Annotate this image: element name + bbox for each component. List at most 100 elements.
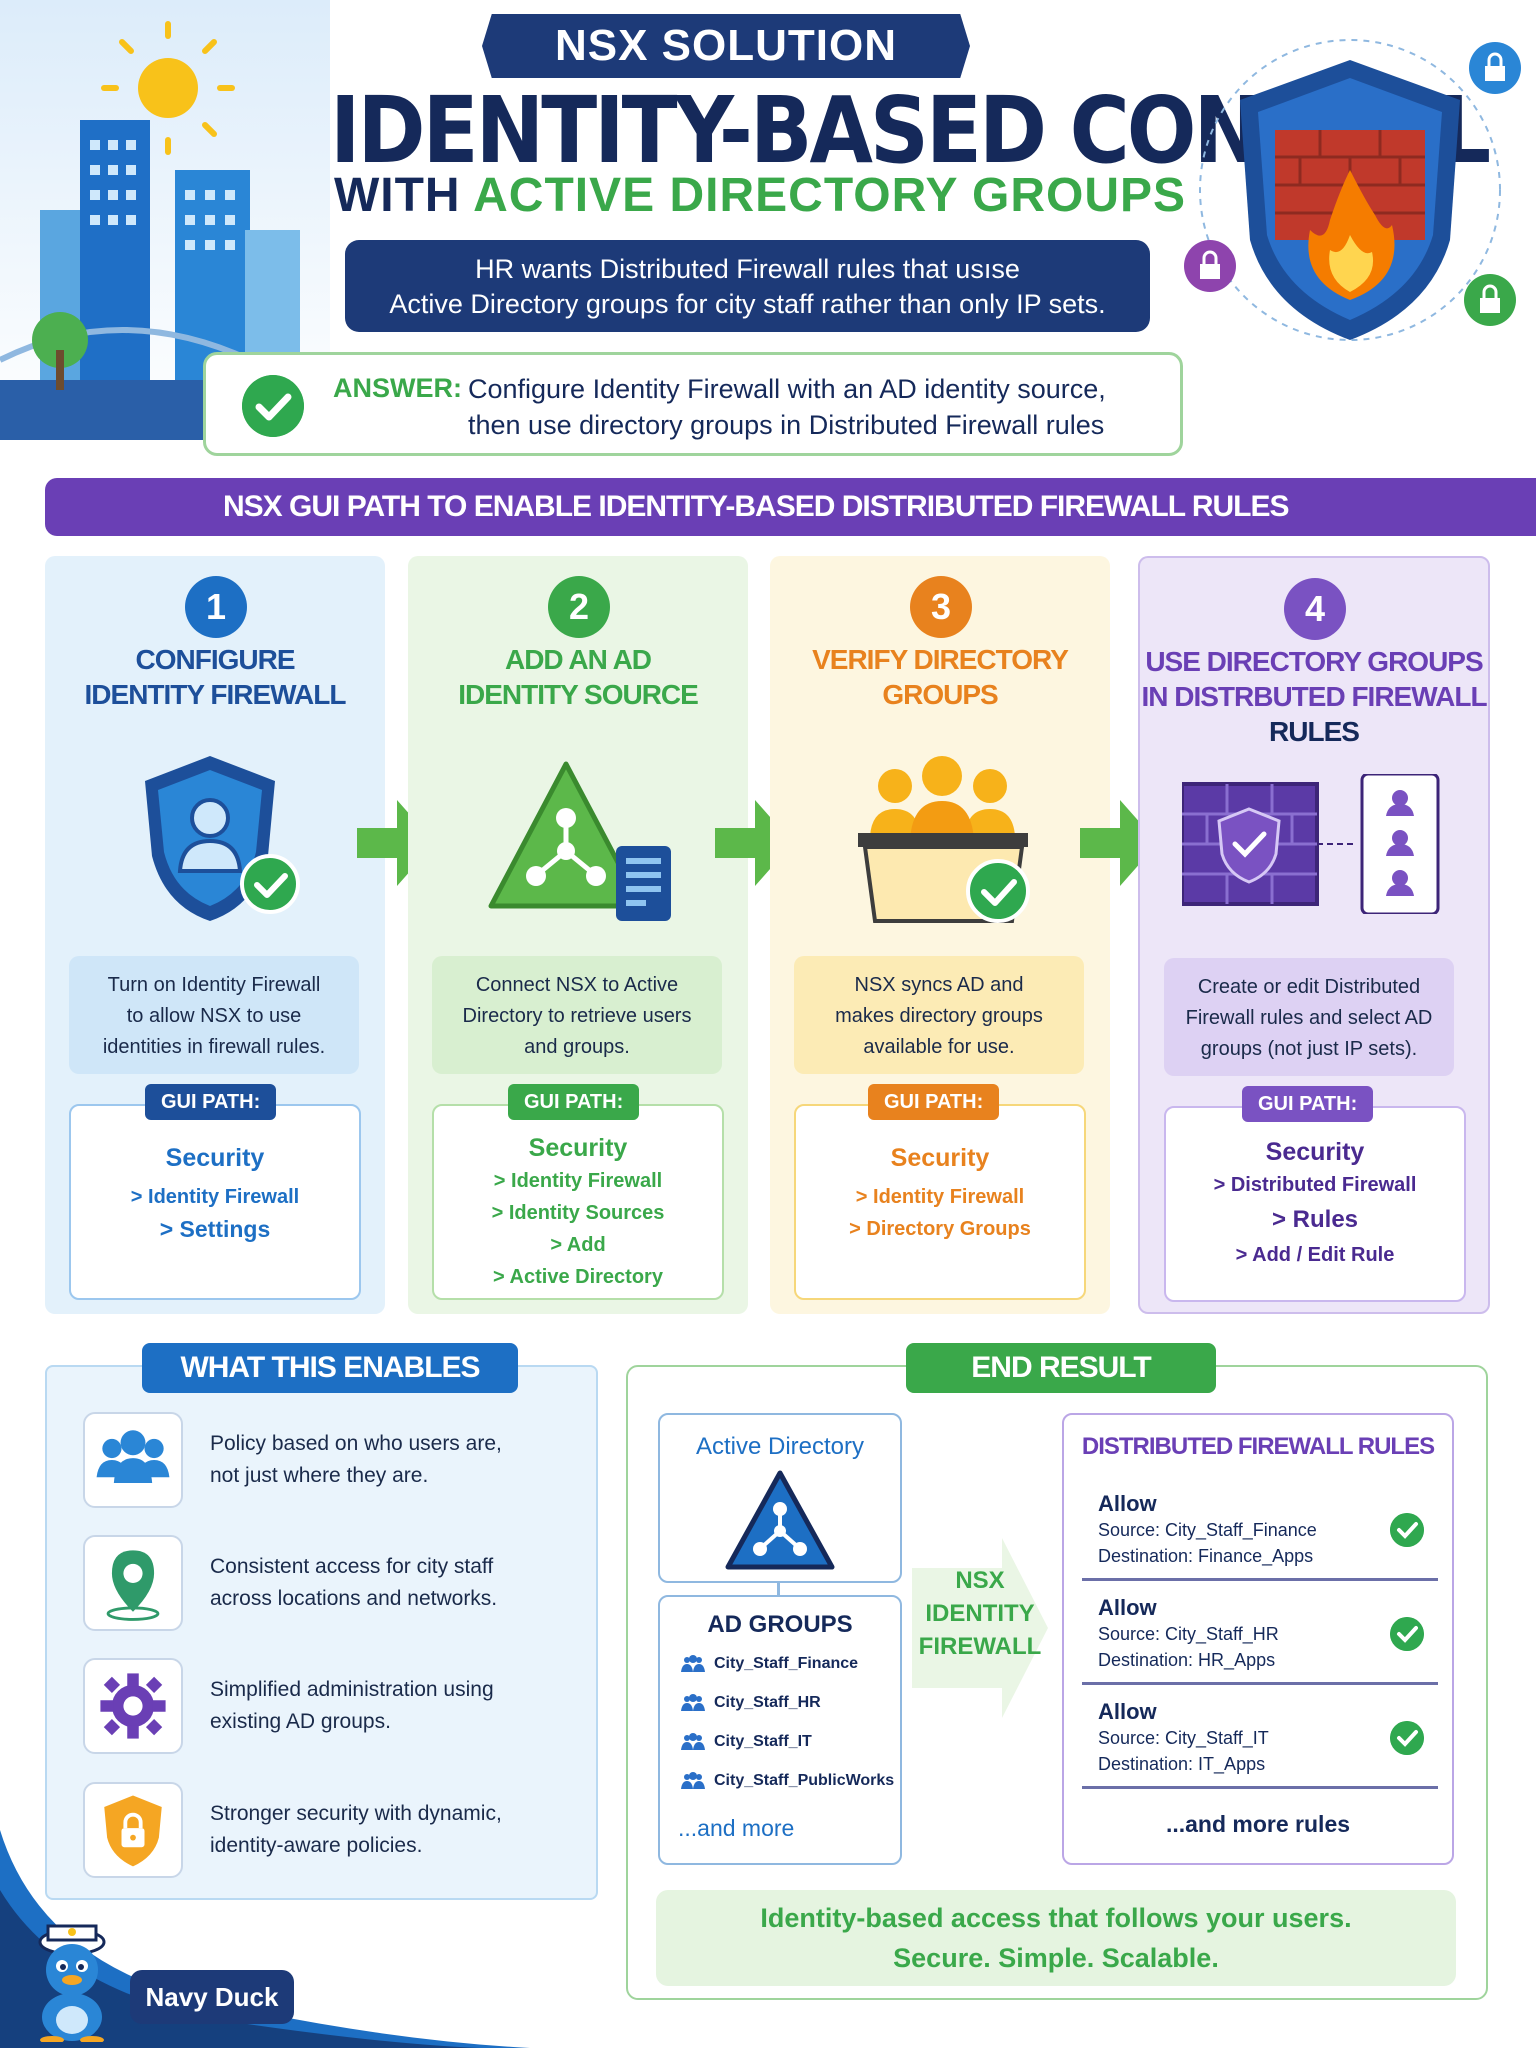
step-1-title: CONFIGURE IDENTITY FIREWALL	[45, 642, 385, 712]
ad-groups-box: AD GROUPS City_Staff_Finance City_Staff_…	[658, 1595, 902, 1865]
step-2-path-identity-firewall[interactable]: > Identity Firewall	[493, 1170, 663, 1192]
step-2-path-add[interactable]: > Add	[550, 1234, 606, 1256]
step-1-path-security[interactable]: Security	[165, 1144, 265, 1172]
solution-tag: NSX SOLUTION	[482, 14, 970, 78]
step-1-path-settings[interactable]: > Settings	[159, 1216, 271, 1242]
step-4-path-security[interactable]: Security	[1265, 1138, 1365, 1166]
ad-group-finance: City_Staff_Finance	[714, 1655, 859, 1673]
ad-group-item: City_Staff_IT	[680, 1733, 812, 1751]
enable-item-4-line-1: Stronger security with dynamic,	[210, 1802, 502, 1825]
step-1-gui-path-label: GUI PATH:	[145, 1084, 277, 1120]
step-2-description: Connect NSX to Active Directory to retri…	[432, 956, 722, 1074]
step-3-desc-line-3: available for use.	[863, 1036, 1015, 1058]
step-4-desc-line-3: groups (not just IP sets).	[1200, 1038, 1418, 1060]
step-4-path-distributed-firewall[interactable]: > Distributed Firewall	[1213, 1174, 1417, 1196]
step-4-path-add-edit-rule[interactable]: > Add / Edit Rule	[1235, 1244, 1395, 1266]
ad-groups-more: ...and more	[678, 1815, 795, 1841]
step-1-path-identity-firewall[interactable]: > Identity Firewall	[130, 1186, 300, 1208]
nsx-label-line-3: FIREWALL	[918, 1633, 1042, 1660]
enable-item-3-line-1: Simplified administration using	[210, 1678, 494, 1701]
check-icon	[1390, 1513, 1424, 1547]
enable-item-3-text: Simplified administration using existing…	[210, 1674, 570, 1738]
ad-group-publicworks: City_Staff_PublicWorks	[714, 1772, 895, 1790]
dfw-rule-row: Allow Source: City_Staff_Finance Destina…	[1082, 1481, 1438, 1581]
user-shield-icon	[145, 756, 300, 921]
step-2-card: 2 ADD AN AD IDENTITY SOURCE Connect NSX …	[408, 556, 748, 1314]
step-4-title-line-2: IN DISTRBUTED FIREWALL	[1141, 681, 1487, 712]
enable-item-3-line-2: existing AD groups.	[210, 1710, 391, 1733]
what-this-enables-title: WHAT THIS ENABLES	[142, 1343, 518, 1393]
rule-destination: Destination: HR_Apps	[1098, 1650, 1276, 1670]
step-2-desc-line-1: Connect NSX to Active	[475, 974, 679, 996]
step-1-desc-line-2: to allow NSX to use	[126, 1005, 302, 1027]
rule-action: Allow	[1098, 1491, 1157, 1516]
group-icon	[681, 1733, 705, 1750]
answer-label: ANSWER:	[333, 373, 462, 403]
tagline-line-1: Identity-based access that follows your …	[760, 1903, 1352, 1933]
rule-action: Allow	[1098, 1595, 1157, 1620]
ad-groups-title: AD GROUPS	[707, 1611, 853, 1638]
active-directory-icon	[725, 1470, 835, 1570]
nsx-identity-firewall-arrow: NSX IDENTITY FIREWALL	[912, 1538, 1048, 1718]
step-3-description: NSX syncs AD and makes directory groups …	[794, 956, 1084, 1074]
step-1-title-line-1: CONFIGURE	[135, 644, 296, 675]
enable-item-4-text: Stronger security with dynamic, identity…	[210, 1798, 570, 1862]
active-directory-box: Active Directory	[658, 1413, 902, 1583]
step-4-number: 4	[1284, 578, 1346, 640]
lock-shield-icon	[83, 1782, 183, 1878]
rule-source: Source: City_Staff_IT	[1098, 1728, 1269, 1748]
step-4-title-line-3: RULES	[1269, 716, 1360, 747]
dfw-rule-row: Allow Source: City_Staff_HR Destination:…	[1082, 1585, 1438, 1685]
step-4-path-rules[interactable]: > Rules	[1271, 1206, 1359, 1233]
enable-item-2-text: Consistent access for city staff across …	[210, 1551, 570, 1615]
step-1-title-line-2: IDENTITY FIREWALL	[84, 679, 347, 710]
step-1-card: 1 CONFIGURE IDENTITY FIREWALL Turn on Id…	[45, 556, 385, 1314]
problem-line-1: HR wants Distributed Firewall rules that…	[475, 254, 1020, 284]
step-3-card: 3 VERIFY DIRECTORY GROUPS NSX syncs AD a…	[770, 556, 1110, 1314]
step-3-title-line-1: VERIFY DIRECTORY	[812, 644, 1069, 675]
rule-source: Source: City_Staff_HR	[1098, 1624, 1279, 1644]
step-2-title-line-2: IDENTITY SOURCE	[458, 679, 699, 710]
step-3-path-security[interactable]: Security	[890, 1144, 990, 1172]
step-2-desc-line-3: and groups.	[524, 1036, 630, 1058]
ad-group-hr: City_Staff_HR	[714, 1694, 821, 1712]
group-icon	[681, 1772, 705, 1789]
enable-item-1-line-2: not just where they are.	[210, 1464, 429, 1487]
step-4-gui-path-box: Security > Distributed Firewall > Rules …	[1164, 1106, 1466, 1302]
step-1-number: 1	[185, 576, 247, 638]
step-2-path-identity-sources[interactable]: > Identity Sources	[491, 1202, 665, 1224]
check-icon	[1390, 1721, 1424, 1755]
step-1-description: Turn on Identity Firewall to allow NSX t…	[69, 956, 359, 1074]
step-2-number: 2	[548, 576, 610, 638]
location-pin-icon	[83, 1535, 183, 1631]
step-4-title-line-1: USE DIRECTORY GROUPS	[1145, 646, 1483, 677]
step-1-desc-line-3: identities in firewall rules.	[102, 1036, 326, 1058]
rule-action: Allow	[1098, 1699, 1157, 1724]
step-1-gui-path-box: Security > Identity Firewall > Settings	[69, 1104, 361, 1300]
step-3-path-directory-groups[interactable]: > Directory Groups	[849, 1218, 1031, 1240]
ad-group-it: City_Staff_IT	[714, 1733, 812, 1751]
tagline-line-2: Secure. Simple. Scalable.	[893, 1943, 1219, 1973]
check-icon	[1390, 1617, 1424, 1651]
subtitle-ad-groups: ACTIVE DIRECTORY GROUPS	[473, 169, 1187, 222]
ad-group-item: City_Staff_PublicWorks	[680, 1772, 894, 1790]
step-3-title: VERIFY DIRECTORY GROUPS	[770, 642, 1110, 712]
problem-statement: HR wants Distributed Firewall rules that…	[345, 240, 1150, 332]
step-2-desc-line-2: Directory to retrieve users	[462, 1005, 692, 1027]
step-2-path-security[interactable]: Security	[528, 1134, 628, 1162]
enable-item-2-line-1: Consistent access for city staff	[210, 1555, 494, 1578]
step-3-title-line-2: GROUPS	[882, 679, 998, 710]
tagline: Identity-based access that follows your …	[656, 1890, 1456, 1986]
users-icon	[83, 1412, 183, 1508]
step-4-title: USE DIRECTORY GROUPS IN DISTRBUTED FIREW…	[1140, 644, 1488, 749]
enable-item-2-line-2: across locations and networks.	[210, 1587, 498, 1610]
problem-line-2: Active Directory groups for city staff r…	[389, 289, 1106, 319]
step-2-path-active-directory[interactable]: > Active Directory	[493, 1266, 663, 1288]
enable-item-1-line-1: Policy based on who users are,	[210, 1432, 502, 1455]
gui-path-banner: NSX GUI PATH TO ENABLE IDENTITY-BASED DI…	[45, 478, 1536, 536]
step-2-gui-path-box: Security > Identity Firewall > Identity …	[432, 1104, 724, 1300]
step-3-gui-path-label: GUI PATH:	[868, 1084, 1000, 1120]
enable-item-4-line-2: identity-aware policies.	[210, 1834, 423, 1857]
step-3-path-identity-firewall[interactable]: > Identity Firewall	[855, 1186, 1025, 1208]
rule-destination: Destination: Finance_Apps	[1098, 1546, 1314, 1566]
